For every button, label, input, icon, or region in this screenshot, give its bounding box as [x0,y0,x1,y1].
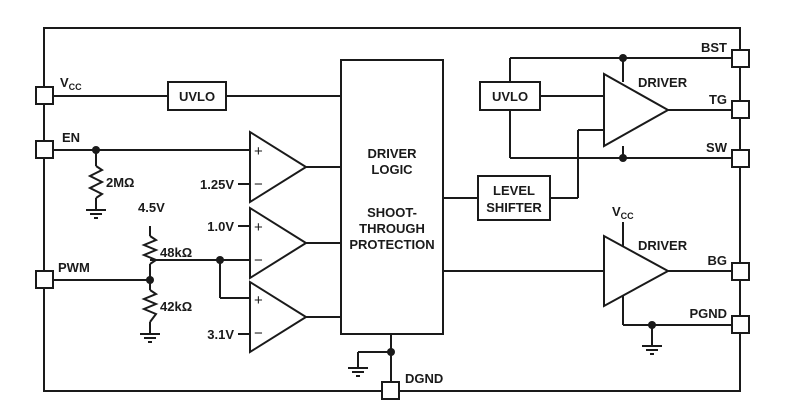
junction-dot [216,256,224,264]
pin-sw [731,149,750,168]
driver-vcc-label: VCC [612,204,634,221]
pin-en-label: EN [62,130,80,145]
resistor-48k [141,235,159,265]
pin-en [35,140,54,159]
uvlo-block-left-label: UVLO [179,89,215,104]
driver-logic-block [340,59,444,335]
comparator-en-plus: + [254,143,263,160]
driver-bottom-label: DRIVER [638,238,688,253]
level-shifter-label-2: SHIFTER [486,200,542,215]
comparator-high-plus: + [254,219,263,236]
pin-pwm-label: PWM [58,260,90,275]
driver-vcc-label-main: V [612,204,621,219]
level-shifter-label-1: LEVEL [493,183,535,198]
junction-dot [619,54,627,62]
pin-bg-label: BG [708,253,728,268]
supply-4v5-label: 4.5V [138,200,165,215]
pin-pwm [35,270,54,289]
uvlo-block-left [167,81,227,111]
pin-dgnd [381,381,400,400]
wires [52,57,732,382]
resistor-42k-value: 42kΩ [160,299,192,314]
junction-dot [387,348,395,356]
resistor-2m-value: 2MΩ [106,175,134,190]
pin-pgnd-label: PGND [689,306,727,321]
pin-vcc-label-sub: CC [69,82,82,92]
junction-dot [619,154,627,162]
driver-top-label: DRIVER [638,75,688,90]
ground-icon [86,209,106,219]
ground-icon [348,367,368,377]
comparator-low-plus: + [254,292,263,309]
level-shifter-block [477,175,551,221]
driver-logic-label-2: LOGIC [371,162,413,177]
comparator-en [249,130,308,204]
shoot-through-label-3: PROTECTION [349,237,434,252]
pin-bst [731,49,750,68]
ref-1v25-label: 1.25V [200,177,234,192]
shoot-through-label-2: THROUGH [359,221,425,236]
uvlo-block-right [479,81,541,111]
pin-tg [731,100,750,119]
resistor-48k-value: 48kΩ [160,245,192,260]
pin-bg [731,262,750,281]
resistor-42k [141,289,159,323]
comparator-high [249,206,308,280]
pin-vcc [35,86,54,105]
driver-vcc-label-sub: CC [621,211,634,221]
junction-dot [92,146,100,154]
resistor-2m [87,165,105,199]
pin-dgnd-label: DGND [405,371,443,386]
pin-tg-label: TG [709,92,727,107]
junction-dot [146,276,154,284]
driver-bottom [603,234,671,308]
comparator-en-minus: − [254,176,263,193]
ground-icon [642,345,662,355]
pin-pgnd [731,315,750,334]
pin-vcc-label-main: V [60,75,69,90]
comparator-high-minus: − [254,252,263,269]
uvlo-block-right-label: UVLO [492,89,528,104]
comparator-low-minus: − [254,325,263,342]
ground-icon [140,333,160,343]
pin-bst-label: BST [701,40,727,55]
shoot-through-label-1: SHOOT- [367,205,417,220]
pin-vcc-label: VCC [60,75,82,92]
ref-1v0-label: 1.0V [207,219,234,234]
driver-top [603,72,671,148]
pin-sw-label: SW [706,140,728,155]
comparator-low [249,280,308,354]
ref-3v1-label: 3.1V [207,327,234,342]
junction-dot [648,321,656,329]
driver-logic-label-1: DRIVER [367,146,417,161]
